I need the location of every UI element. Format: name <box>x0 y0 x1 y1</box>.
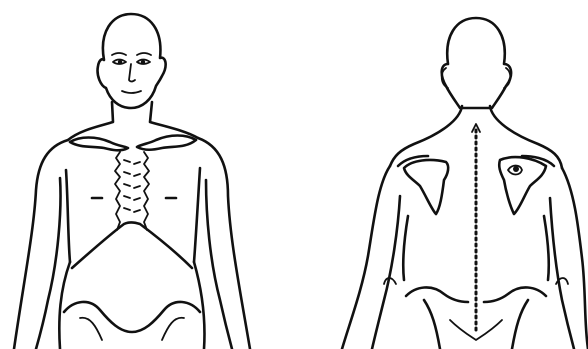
front-torso-figure-icon <box>14 14 250 349</box>
back-head-outline <box>442 18 511 108</box>
front-rib-border <box>72 223 192 269</box>
front-left-clavicle <box>70 138 128 151</box>
front-right-clavicle <box>137 136 196 150</box>
back-left-arm-outline <box>342 166 390 349</box>
front-sternum-markings <box>115 152 120 230</box>
back-left-scapula <box>404 160 448 214</box>
front-mouth <box>122 91 141 93</box>
back-pelvis-outline <box>406 287 468 302</box>
front-nose <box>129 64 135 82</box>
front-pelvis-outline <box>64 302 200 332</box>
back-right-scapula <box>499 157 546 214</box>
back-torso-figure-icon <box>342 18 588 349</box>
